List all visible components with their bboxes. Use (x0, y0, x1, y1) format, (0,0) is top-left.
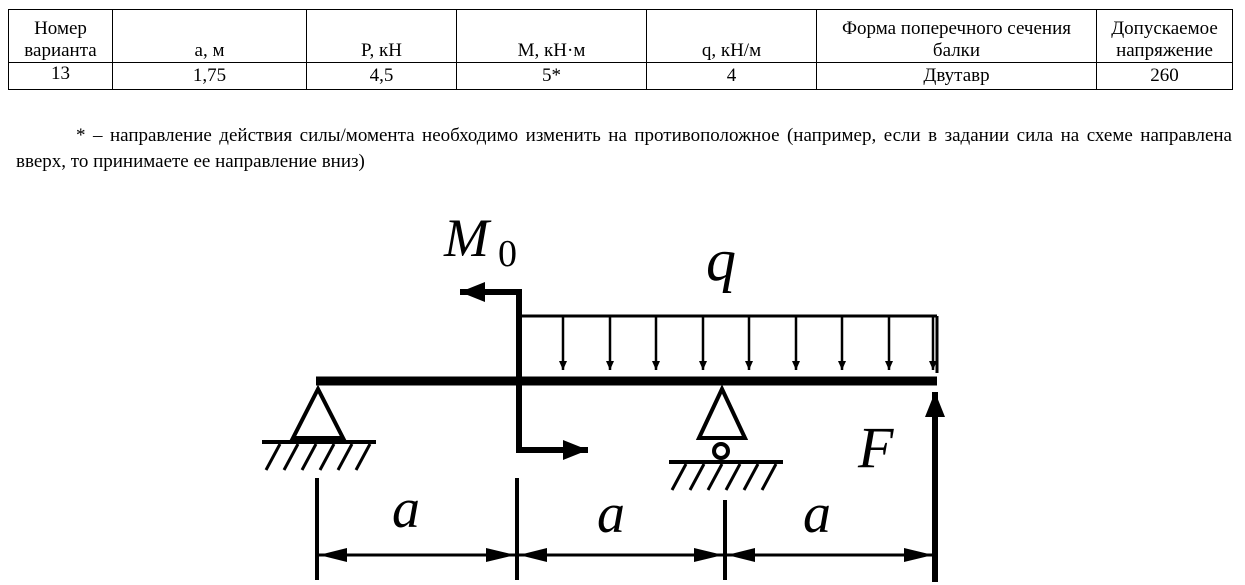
roller-support (669, 384, 783, 491)
pinned-support (262, 384, 376, 471)
cell-m: 5* (456, 62, 647, 90)
header-m: M, кН·м (456, 9, 647, 63)
span-label-1: a (392, 478, 420, 540)
variant-data-table: Номер варианта a, м P, кН M, кН·м q, кН/… (8, 9, 1233, 90)
header-q: q, кН/м (646, 9, 817, 63)
cell-variant-number: 13 (8, 62, 113, 90)
cell-a: 1,75 (112, 62, 307, 90)
table-header-row: Номер варианта a, м P, кН M, кН·м q, кН/… (8, 9, 1233, 63)
distributed-load (522, 314, 939, 373)
cell-allowable-stress: 260 (1096, 62, 1233, 90)
moment-label: M (443, 208, 492, 268)
header-allowable-stress: Допускаемое напряжение (1096, 9, 1233, 63)
direction-note: * – направление действия силы/момента не… (16, 125, 1232, 172)
table-row: 13 1,75 4,5 5* 4 Двутавр 260 (8, 62, 1233, 90)
span-label-2: a (597, 483, 625, 545)
load-label: q (706, 227, 736, 293)
cell-q: 4 (646, 62, 817, 90)
header-section-shape: Форма поперечного сечения балки (816, 9, 1097, 63)
cell-section-shape: Двутавр (816, 62, 1097, 90)
dimension-lines (315, 478, 938, 582)
header-p: P, кН (306, 9, 457, 63)
span-label-3: a (803, 483, 831, 545)
header-a: a, м (112, 9, 307, 63)
header-variant-number: Номер варианта (8, 9, 113, 63)
moment-subscript: 0 (498, 233, 517, 275)
moment-symbol (460, 282, 588, 460)
cell-p: 4,5 (306, 62, 457, 90)
force-label: F (857, 415, 894, 480)
